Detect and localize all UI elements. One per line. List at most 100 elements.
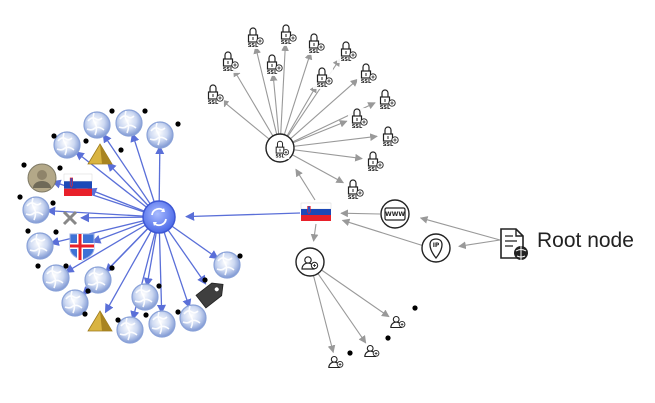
- ssl-certificate-icon[interactable]: SSL: [364, 151, 384, 173]
- marker-dot: [53, 229, 59, 235]
- ssl-certificate-icon[interactable]: SSL: [219, 51, 239, 73]
- ssl-label: SSL: [267, 70, 278, 76]
- ssl-label: SSL: [361, 79, 372, 85]
- user-icon[interactable]: [390, 315, 406, 329]
- marker-dot: [21, 162, 27, 168]
- marker-dot: [51, 133, 57, 139]
- user-icon[interactable]: [364, 344, 380, 358]
- marker-dot: [118, 147, 124, 153]
- edge-root-ip: [458, 239, 501, 250]
- ssl-certificate-icon[interactable]: SSL: [263, 54, 283, 76]
- edge-flag-usershub: [310, 223, 319, 242]
- ssl-certificate-icon[interactable]: SSL: [357, 63, 377, 85]
- edge-ssl: [233, 68, 281, 149]
- user-hub-icon[interactable]: [301, 256, 319, 270]
- globe-icon[interactable]: [53, 131, 81, 159]
- marker-dot: [50, 200, 56, 206]
- ssl-label: SSL: [223, 67, 234, 73]
- edge-hub: [49, 216, 160, 246]
- user-icon[interactable]: [328, 355, 344, 369]
- pyramid-icon[interactable]: [87, 310, 113, 332]
- ssl-label: SSL: [281, 40, 292, 46]
- iceland-flag-icon[interactable]: [69, 233, 95, 261]
- ip-label: IP: [433, 242, 440, 249]
- pyramid-icon[interactable]: [87, 143, 113, 165]
- edge-layer: [46, 43, 501, 354]
- marker-dot: [109, 265, 115, 271]
- ssl-label: SSL: [380, 105, 391, 111]
- ssl-label: SSL: [248, 43, 259, 49]
- www-label: WWW: [385, 211, 405, 218]
- marker-dot: [35, 263, 41, 269]
- ssl-certificate-icon[interactable]: SSL: [277, 24, 297, 46]
- ssl-label: SSL: [352, 124, 363, 130]
- globe-icon[interactable]: [84, 266, 112, 294]
- ssl-certificate-icon[interactable]: SSL: [376, 89, 396, 111]
- globe-icon[interactable]: [131, 283, 159, 311]
- close-icon[interactable]: [62, 210, 78, 226]
- ip-address-icon[interactable]: IP: [421, 233, 451, 263]
- ssl-certificate-icon[interactable]: SSL: [379, 126, 399, 148]
- edge-root-www: [419, 216, 501, 241]
- marker-dot: [142, 108, 148, 114]
- edge-ssl: [279, 133, 378, 149]
- marker-dot-layer: [17, 108, 418, 356]
- www-domain-icon[interactable]: WWW: [380, 199, 410, 229]
- marker-dot: [109, 108, 115, 114]
- globe-icon[interactable]: [61, 289, 89, 317]
- edge-hub: [64, 216, 160, 273]
- marker-dot: [143, 312, 149, 318]
- globe-icon[interactable]: [22, 196, 50, 224]
- marker-dot: [82, 311, 88, 317]
- root-node-icon[interactable]: [500, 228, 528, 260]
- slovenia-flag-node[interactable]: [300, 202, 332, 221]
- marker-dot: [156, 283, 162, 289]
- marker-dot: [385, 335, 391, 341]
- edge-user: [309, 261, 390, 318]
- ssl-label: SSL: [317, 83, 328, 89]
- globe-icon[interactable]: [146, 121, 174, 149]
- edge-ip-flag: [341, 218, 425, 247]
- ssl-hub-lock-icon[interactable]: SSL: [272, 140, 290, 159]
- ssl-label: SSL: [208, 100, 219, 106]
- ssl-certificate-icon[interactable]: SSL: [348, 108, 368, 130]
- edge-www-flag: [340, 209, 381, 218]
- edge-user: [309, 261, 336, 354]
- ssl-label: SSL: [383, 142, 394, 148]
- globe-icon[interactable]: [83, 111, 111, 139]
- ssl-label: SSL: [341, 57, 352, 63]
- hub-node-icon[interactable]: [142, 200, 176, 234]
- ssl-certificate-icon[interactable]: SSL: [305, 33, 325, 55]
- marker-dot: [175, 309, 181, 315]
- globe-icon[interactable]: [148, 310, 176, 338]
- root-node-label[interactable]: Root node: [537, 229, 634, 252]
- globe-icon[interactable]: [26, 232, 54, 260]
- marker-dot: [83, 138, 89, 144]
- slovenia-flag-icon[interactable]: [63, 173, 93, 196]
- marker-dot: [25, 228, 31, 234]
- ssl-certificate-icon[interactable]: SSL: [337, 41, 357, 63]
- ssl-label: SSL: [276, 153, 285, 159]
- tag-icon[interactable]: [195, 278, 228, 309]
- avatar-icon[interactable]: [27, 163, 57, 193]
- ssl-certificate-icon[interactable]: SSL: [244, 27, 264, 49]
- edge-hub: [104, 216, 160, 314]
- marker-dot: [115, 317, 121, 323]
- globe-icon[interactable]: [213, 251, 241, 279]
- edge-flag-sslhub: [295, 168, 316, 201]
- globe-icon[interactable]: [116, 316, 144, 344]
- marker-dot: [85, 288, 91, 294]
- globe-icon[interactable]: [115, 109, 143, 137]
- marker-dot: [237, 253, 243, 259]
- edge-ssl: [279, 43, 289, 149]
- node-layer: WWW IP SSL SSL SSL SSL SSL SSL SSL SSL SSL SSL SSL SS…: [22, 24, 528, 369]
- ssl-certificate-icon[interactable]: SSL: [344, 179, 364, 201]
- marker-dot: [202, 277, 208, 283]
- globe-icon[interactable]: [42, 264, 70, 292]
- globe-icon[interactable]: [179, 304, 207, 332]
- ssl-certificate-icon[interactable]: SSL: [313, 67, 333, 89]
- ssl-certificate-icon[interactable]: SSL: [204, 84, 224, 106]
- ssl-label: SSL: [348, 195, 359, 201]
- edge-flag-hub: [185, 211, 301, 221]
